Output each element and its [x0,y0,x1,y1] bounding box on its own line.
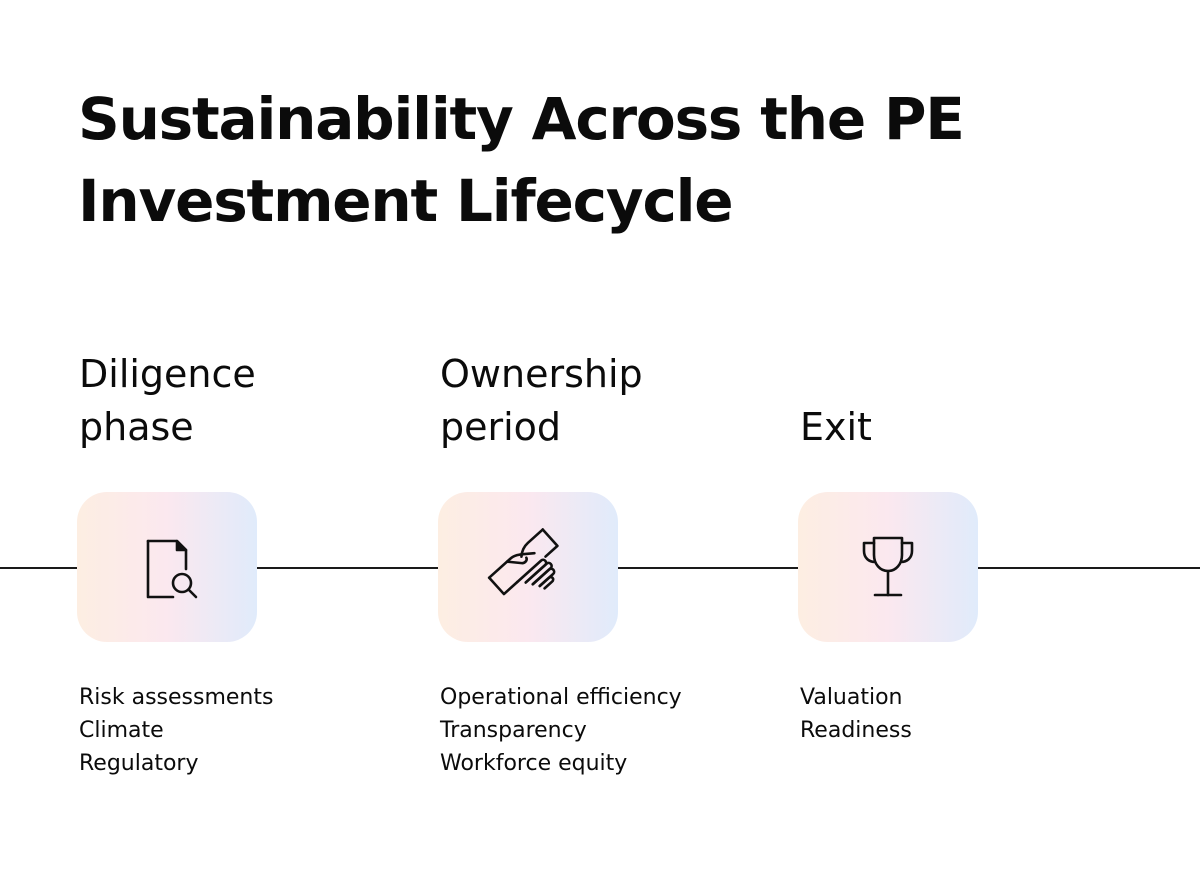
list-item: Climate [79,718,164,743]
stage-focus-list: Operational efficiency Transparency Work… [440,681,682,780]
list-item: Regulatory [79,751,199,776]
trophy-icon [862,536,914,597]
list-item: Transparency [440,718,587,743]
list-item: Valuation [800,685,903,710]
stage-heading-line-2: period [440,405,562,449]
stage-heading: Diligence phase [79,346,409,454]
page-title-line-2: Investment Lifecycle [78,167,734,235]
list-item: Workforce equity [440,751,628,776]
list-item: Operational efficiency [440,685,682,710]
stage-heading: Ownership period [440,346,770,454]
stage-icon-box [438,492,618,642]
stage-focus-list: Valuation Readiness [800,681,912,747]
stage-focus-list: Risk assessments Climate Regulatory [79,681,273,780]
stage-heading: Exit [800,346,1130,454]
stage-heading-line-2: phase [79,405,194,449]
stage-heading-line-1: Diligence [79,352,256,396]
stage-heading-line-1: Ownership [440,352,643,396]
stage-heading-line-2: Exit [800,405,872,449]
list-item: Readiness [800,718,912,743]
handshake-icon [487,528,559,596]
stage-icon-box [798,492,978,642]
page-title: Sustainability Across the PE Investment … [78,78,998,242]
document-search-icon [146,539,198,599]
page-title-line-1: Sustainability Across the PE [78,85,965,153]
list-item: Risk assessments [79,685,274,710]
stage-icon-box [77,492,257,642]
